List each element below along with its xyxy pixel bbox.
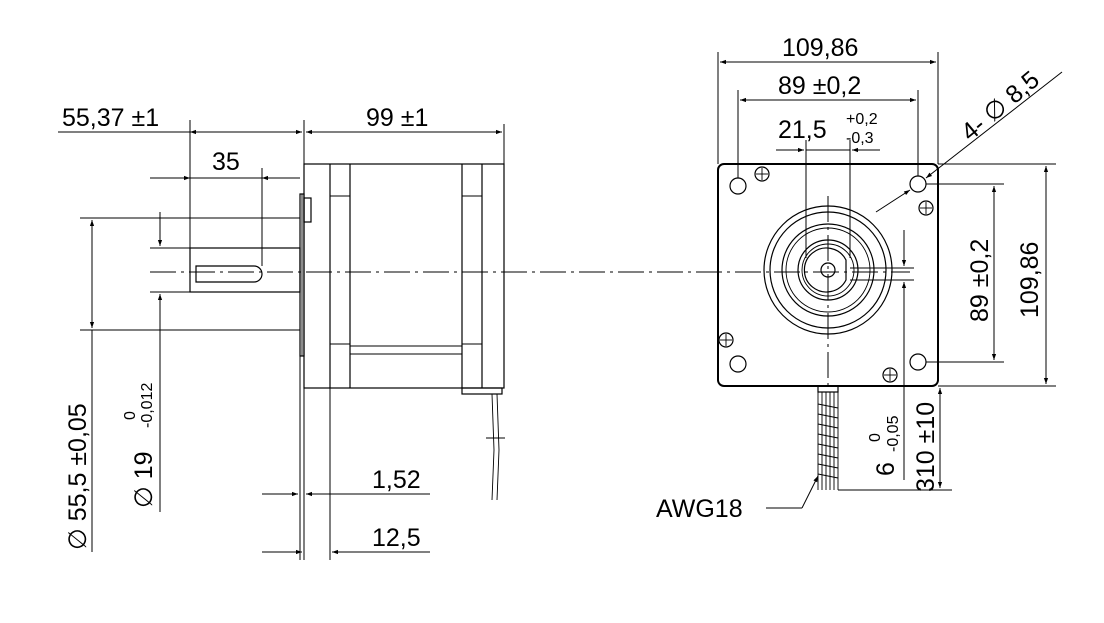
side-view	[150, 163, 910, 501]
mounting-hole-br	[909, 353, 927, 371]
label-wire-gauge: AWG18	[656, 495, 743, 523]
label-pilot-diameter: ∅ 55,5 ±0,05	[64, 403, 92, 550]
label-lead-length: 310 ±10	[912, 402, 940, 492]
label-shaft-diameter: ∅ 19	[130, 451, 158, 508]
front-view	[717, 163, 939, 490]
label-flange-width-side: 109,86	[1016, 242, 1044, 318]
side-dimensions	[58, 120, 505, 560]
side-wire-lead	[491, 393, 500, 501]
label-flange-thickness: 12,5	[372, 524, 421, 552]
flange-connector	[303, 197, 312, 223]
label-shaft-flat: 21,5	[778, 116, 827, 144]
label-key-height: 6	[872, 462, 900, 476]
label-shaft-diameter-tol-lower: -0,012	[139, 383, 156, 428]
motor-body	[303, 163, 505, 389]
front-wire-bundle	[817, 392, 839, 490]
label-hole-spacing-top: 89 ±0,2	[778, 72, 861, 100]
dimension-labels: 109,86 89 ±0,2 21,5 +0,2 -0,3 4- ∅ 8,5 8…	[62, 34, 1045, 552]
label-flange-width-top: 109,86	[782, 34, 858, 62]
label-mounting-holes: 4- ∅ 8,5	[956, 66, 1045, 147]
label-body-length: 99 ±1	[366, 104, 428, 132]
screw-icon	[718, 166, 934, 383]
side-shaft	[189, 247, 301, 293]
label-shaft-key-length: 35	[212, 148, 240, 176]
label-key-height-tol-upper: 0	[867, 433, 884, 442]
label-hole-spacing-side: 89 ±0,2	[966, 239, 994, 322]
front-dimensions	[717, 52, 1063, 509]
front-shaft	[803, 247, 847, 293]
label-shaft-flat-tol-upper: +0,2	[846, 111, 878, 128]
label-shaft-length-total: 55,37 ±1	[62, 104, 159, 132]
label-flange-step: 1,52	[372, 466, 421, 494]
side-key	[195, 265, 263, 283]
mounting-hole-bl	[729, 355, 747, 373]
label-key-height-tol-lower: -0,05	[885, 415, 902, 452]
label-shaft-flat-tol-lower: -0,3	[846, 130, 874, 147]
mounting-hole-tr	[909, 175, 927, 193]
mounting-hole-tl	[729, 177, 747, 195]
label-shaft-diameter-tol-upper: 0	[122, 411, 139, 420]
